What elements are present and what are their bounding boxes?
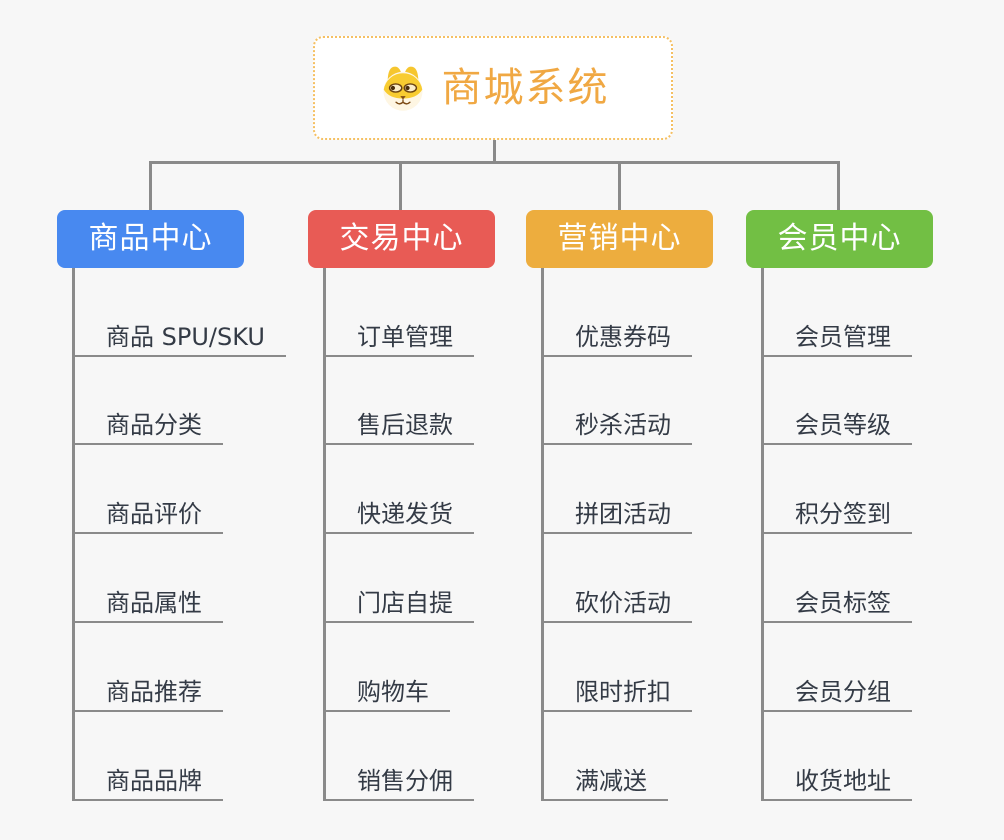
branch-spine-line [761, 268, 764, 801]
leaf-node[interactable]: 收货地址 [761, 769, 912, 801]
root-node[interactable]: 商城系统 [313, 36, 673, 140]
branch-spine-line [72, 268, 75, 801]
connector-drop-product [149, 161, 152, 211]
leaf-node[interactable]: 门店自提 [323, 591, 474, 623]
root-title: 商城系统 [441, 65, 610, 111]
leaf-label: 拼团活动 [575, 500, 671, 528]
connector-horizontal-bar [149, 161, 840, 164]
leaf-label: 会员标签 [795, 589, 891, 617]
leaf-label: 商品分类 [106, 411, 202, 439]
leaf-node[interactable]: 会员管理 [761, 325, 912, 357]
branch-node-member-center[interactable]: 会员中心 [746, 210, 933, 268]
leaf-node[interactable]: 商品品牌 [72, 769, 223, 801]
leaf-label: 收货地址 [795, 767, 891, 795]
leaf-node[interactable]: 积分签到 [761, 502, 912, 534]
leaf-label: 会员等级 [795, 411, 891, 439]
leaf-label: 购物车 [357, 678, 429, 706]
leaf-node[interactable]: 会员标签 [761, 591, 912, 623]
leaf-node[interactable]: 优惠券码 [541, 325, 692, 357]
branch-node-marketing-center[interactable]: 营销中心 [526, 210, 713, 268]
branch-label: 商品中心 [88, 221, 213, 256]
leaf-node[interactable]: 商品 SPU/SKU [72, 325, 286, 357]
branch-column-member: 会员中心 会员管理 会员等级 积分签到 会员标签 会员分组 收货地址 [746, 210, 1004, 810]
leaf-node[interactable]: 砍价活动 [541, 591, 692, 623]
leaf-node[interactable]: 售后退款 [323, 413, 474, 445]
connector-root-stem [493, 140, 496, 163]
branch-column-product: 商品中心 商品 SPU/SKU 商品分类 商品评价 商品属性 商品推荐 商品品牌 [57, 210, 317, 810]
leaf-label: 秒杀活动 [575, 411, 671, 439]
branch-label: 交易中心 [339, 221, 464, 256]
leaf-node[interactable]: 购物车 [323, 680, 450, 712]
branch-node-trade-center[interactable]: 交易中心 [308, 210, 495, 268]
leaf-label: 商品推荐 [106, 678, 202, 706]
leaf-node[interactable]: 会员分组 [761, 680, 912, 712]
leaf-node[interactable]: 拼团活动 [541, 502, 692, 534]
leaf-node[interactable]: 商品推荐 [72, 680, 223, 712]
branch-column-marketing: 营销中心 优惠券码 秒杀活动 拼团活动 砍价活动 限时折扣 满减送 [526, 210, 786, 810]
connector-drop-member [837, 161, 840, 211]
leaf-label: 商品 SPU/SKU [106, 323, 265, 351]
leaf-label: 售后退款 [357, 411, 453, 439]
leaf-node[interactable]: 秒杀活动 [541, 413, 692, 445]
leaf-label: 订单管理 [357, 323, 453, 351]
branch-spine-line [541, 268, 544, 801]
leaf-node[interactable]: 商品评价 [72, 502, 223, 534]
leaf-label: 会员管理 [795, 323, 891, 351]
branch-label: 会员中心 [777, 221, 902, 256]
leaf-label: 优惠券码 [575, 323, 671, 351]
leaf-label: 积分签到 [795, 500, 891, 528]
leaf-node[interactable]: 快递发货 [323, 502, 474, 534]
leaf-label: 限时折扣 [575, 678, 671, 706]
branch-label: 营销中心 [557, 221, 682, 256]
leaf-label: 销售分佣 [357, 767, 453, 795]
branch-column-trade: 交易中心 订单管理 售后退款 快递发货 门店自提 购物车 销售分佣 [308, 210, 568, 810]
leaf-node[interactable]: 订单管理 [323, 325, 474, 357]
leaf-node[interactable]: 销售分佣 [323, 769, 474, 801]
leaf-node[interactable]: 商品属性 [72, 591, 223, 623]
leaf-label: 快递发货 [357, 500, 453, 528]
leaf-label: 商品评价 [106, 500, 202, 528]
leaf-node[interactable]: 会员等级 [761, 413, 912, 445]
dog-face-icon [383, 66, 422, 111]
leaf-node[interactable]: 满减送 [541, 769, 668, 801]
connector-drop-trade [399, 161, 402, 211]
leaf-label: 砍价活动 [575, 589, 671, 617]
leaf-label: 满减送 [575, 767, 647, 795]
branch-spine-line [323, 268, 326, 801]
leaf-label: 商品品牌 [106, 767, 202, 795]
connector-drop-marketing [618, 161, 621, 211]
leaf-label: 会员分组 [795, 678, 891, 706]
leaf-label: 门店自提 [357, 589, 453, 617]
branch-node-product-center[interactable]: 商品中心 [57, 210, 244, 268]
leaf-label: 商品属性 [106, 589, 202, 617]
leaf-node[interactable]: 商品分类 [72, 413, 223, 445]
leaf-node[interactable]: 限时折扣 [541, 680, 692, 712]
